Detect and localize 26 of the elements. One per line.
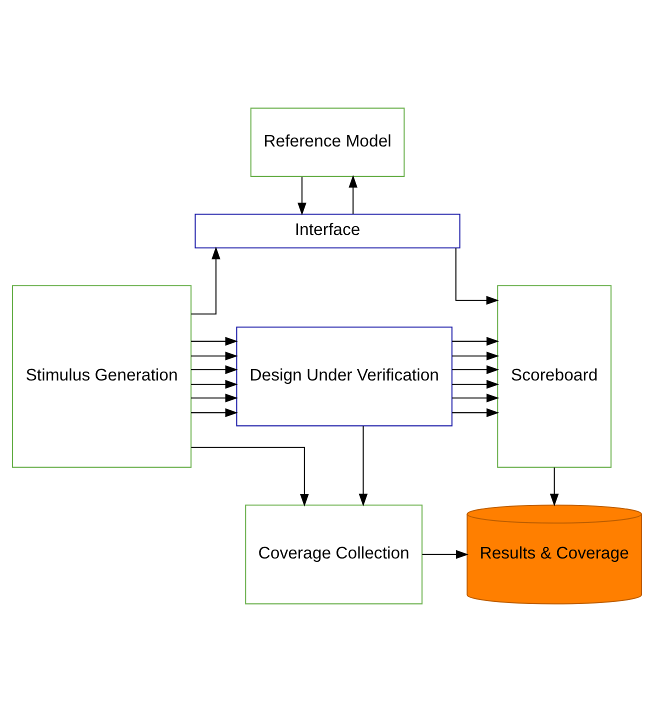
node-box: Stimulus Generation <box>12 285 192 468</box>
arrow <box>452 352 500 360</box>
node-box: Reference Model <box>250 108 405 177</box>
arrow <box>191 336 238 346</box>
arrow <box>348 175 358 214</box>
arrow <box>191 246 220 315</box>
node-box: Design Under Verification <box>236 326 452 426</box>
node-box: Interface <box>194 214 460 248</box>
arrow <box>298 176 306 216</box>
node-box: Coverage Collection <box>245 504 423 604</box>
arrow <box>452 408 500 418</box>
arrow <box>455 248 499 305</box>
arrow <box>191 394 238 402</box>
arrow <box>358 426 368 506</box>
arrow <box>452 394 500 402</box>
arrow <box>191 380 238 389</box>
arrow <box>191 365 238 374</box>
arrow <box>191 352 238 360</box>
arrow <box>550 468 559 506</box>
arrow <box>452 365 500 374</box>
arrow <box>191 446 309 507</box>
arrow <box>452 380 500 389</box>
arrow <box>422 550 469 559</box>
arrow <box>452 336 500 346</box>
node-box: Scoreboard <box>497 285 612 468</box>
arrow <box>191 408 238 418</box>
